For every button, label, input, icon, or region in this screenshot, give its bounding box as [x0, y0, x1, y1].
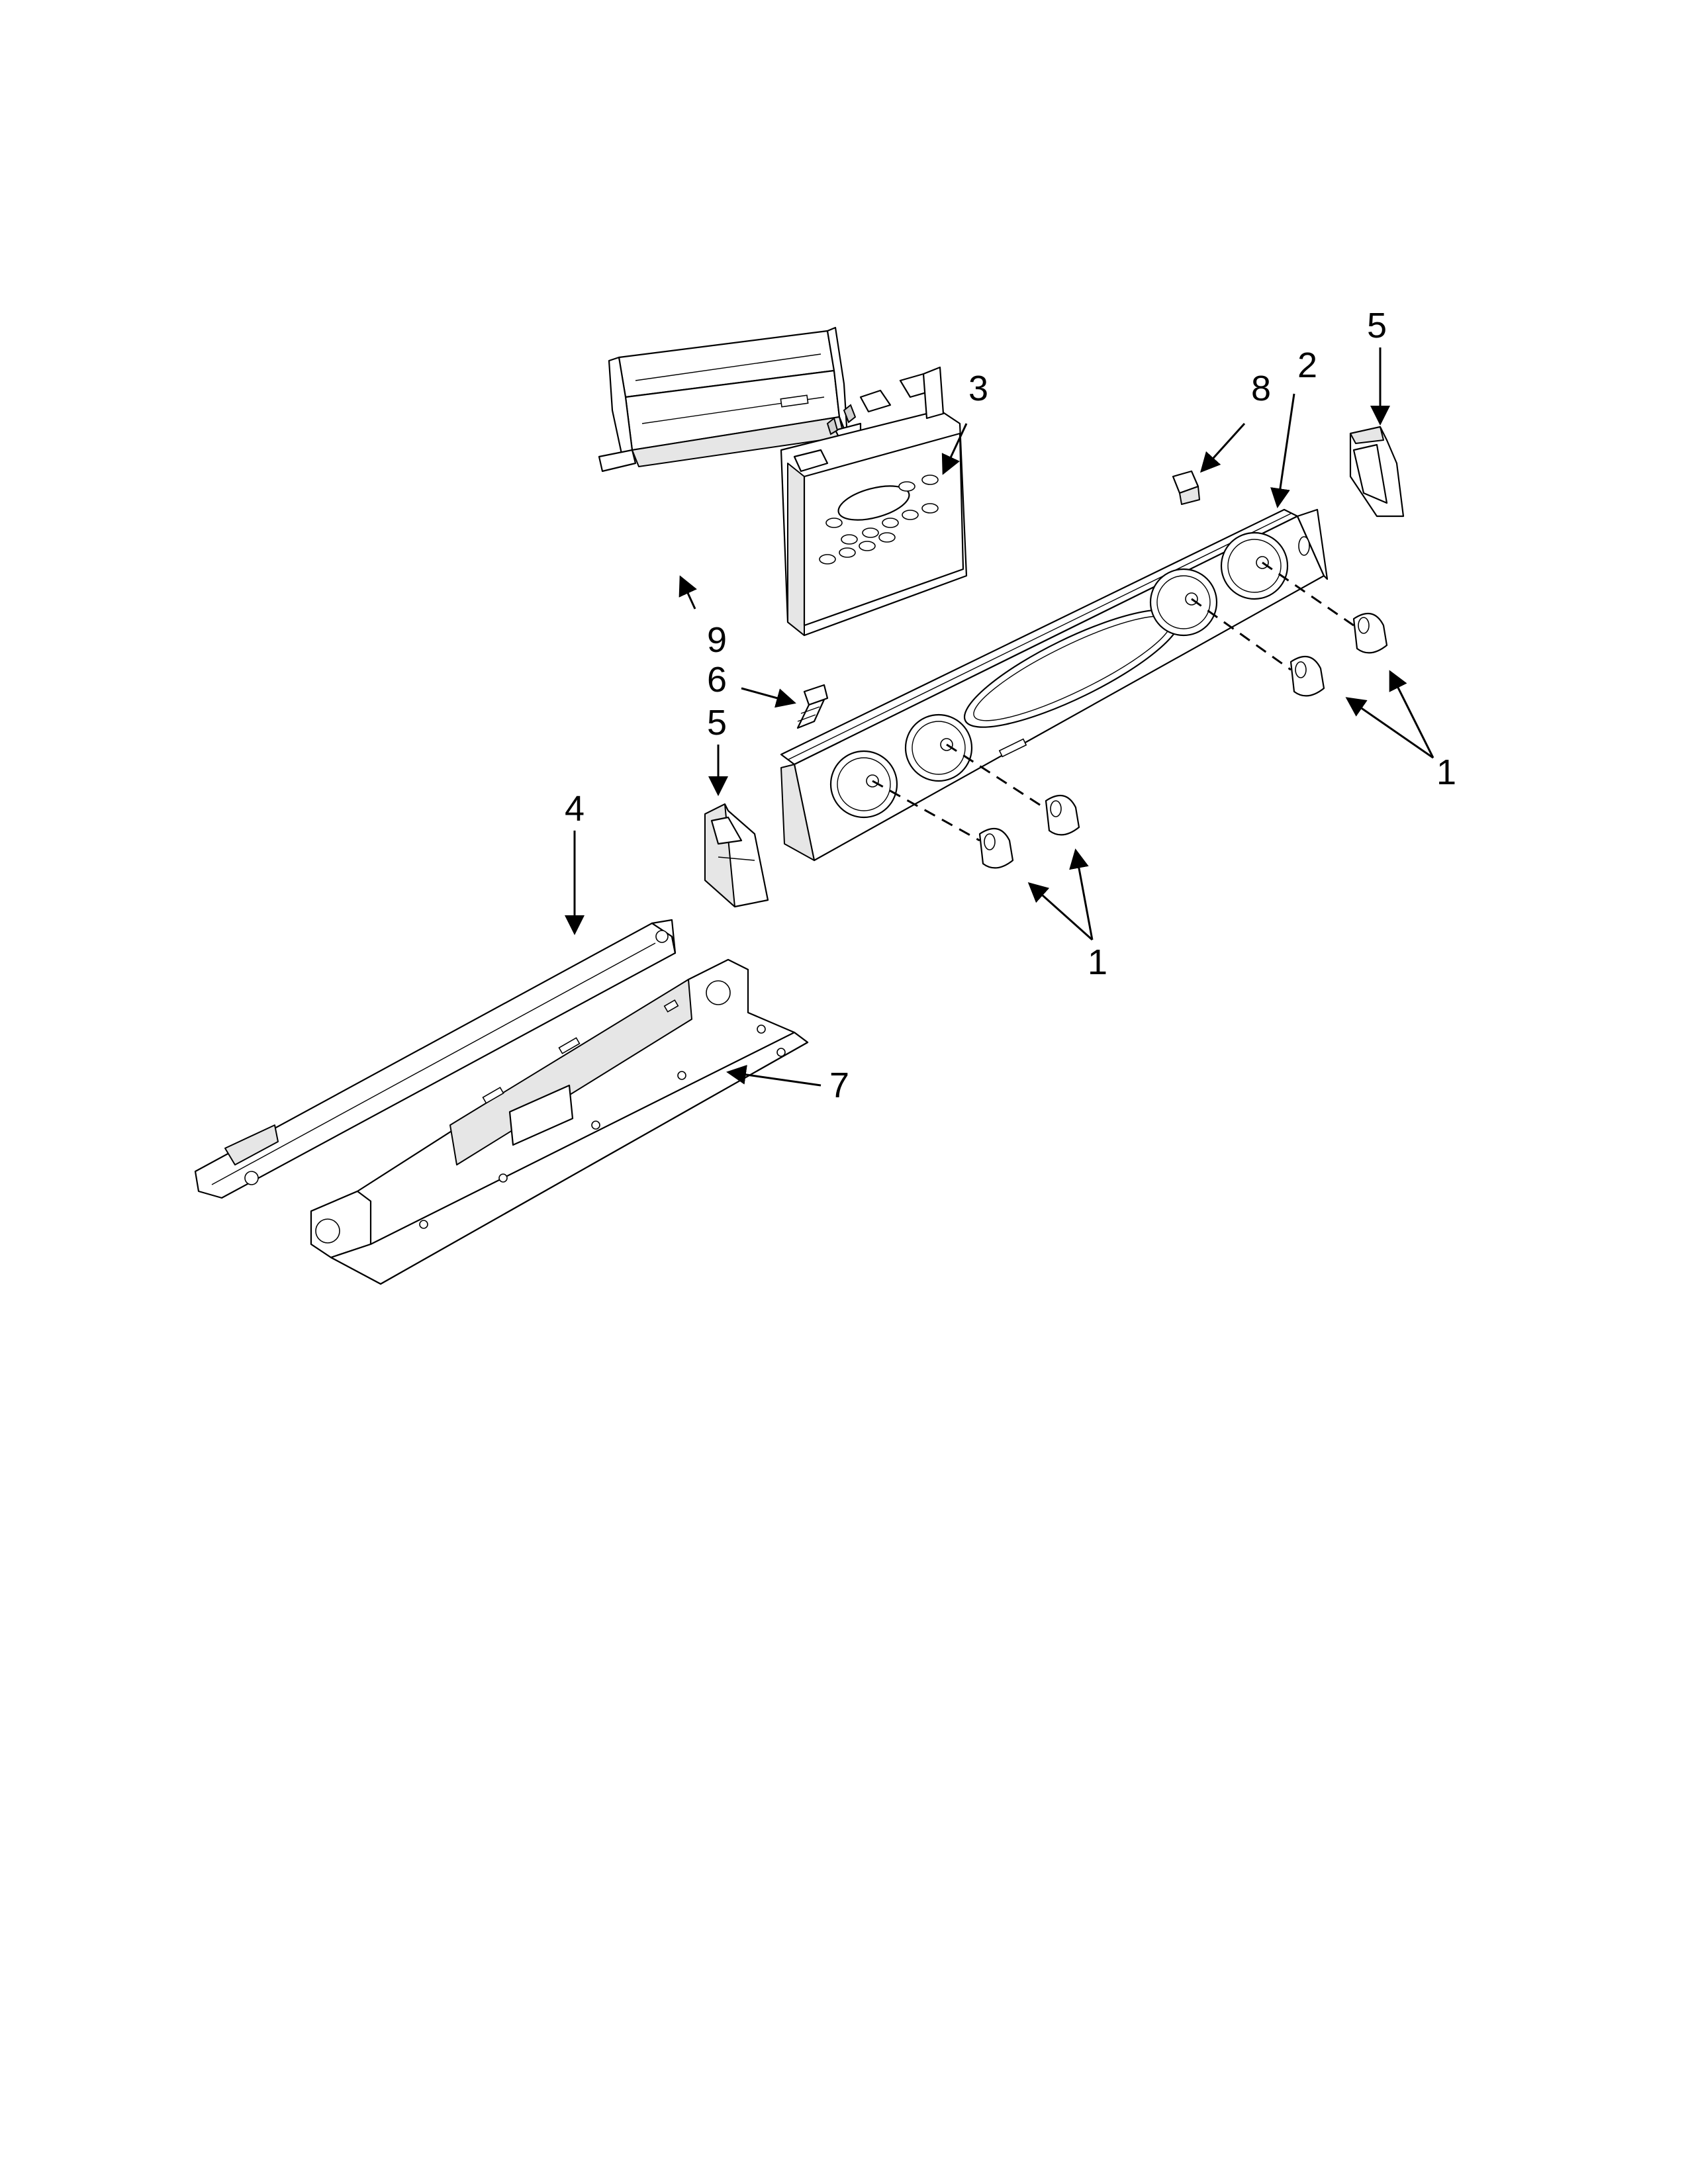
callout-screw: 6 [707, 660, 727, 700]
callout-control-board: 3 [968, 369, 988, 408]
console-panel-part [780, 508, 1329, 862]
leader-lines [565, 347, 1434, 1087]
callout-mounting-bracket: 7 [829, 1066, 849, 1105]
knobs-right-part [1289, 612, 1388, 697]
callout-labels: 5 2 8 3 9 6 5 1 1 4 7 [565, 306, 1456, 1105]
callout-board-bracket: 9 [707, 620, 727, 660]
callout-end-cap-left: 5 [707, 703, 727, 743]
control-board-part [780, 366, 968, 637]
trim-strip-part [194, 919, 677, 1199]
callout-console-panel: 2 [1297, 345, 1317, 385]
alignment-lines [872, 561, 1354, 842]
callout-end-cap-right: 5 [1367, 306, 1387, 345]
knobs-left-part [978, 794, 1080, 869]
callout-clip: 8 [1251, 369, 1271, 408]
board-bracket-part [598, 326, 862, 473]
callout-trim-strip: 4 [565, 789, 585, 829]
callout-knobs-left: 1 [1088, 942, 1107, 982]
clip-part [1172, 470, 1200, 505]
screw-part [796, 684, 829, 729]
end-cap-left-part [704, 803, 769, 908]
end-cap-right-part [1349, 426, 1405, 518]
callout-knobs-right: 1 [1436, 752, 1456, 792]
mounting-bracket-part [310, 958, 809, 1285]
